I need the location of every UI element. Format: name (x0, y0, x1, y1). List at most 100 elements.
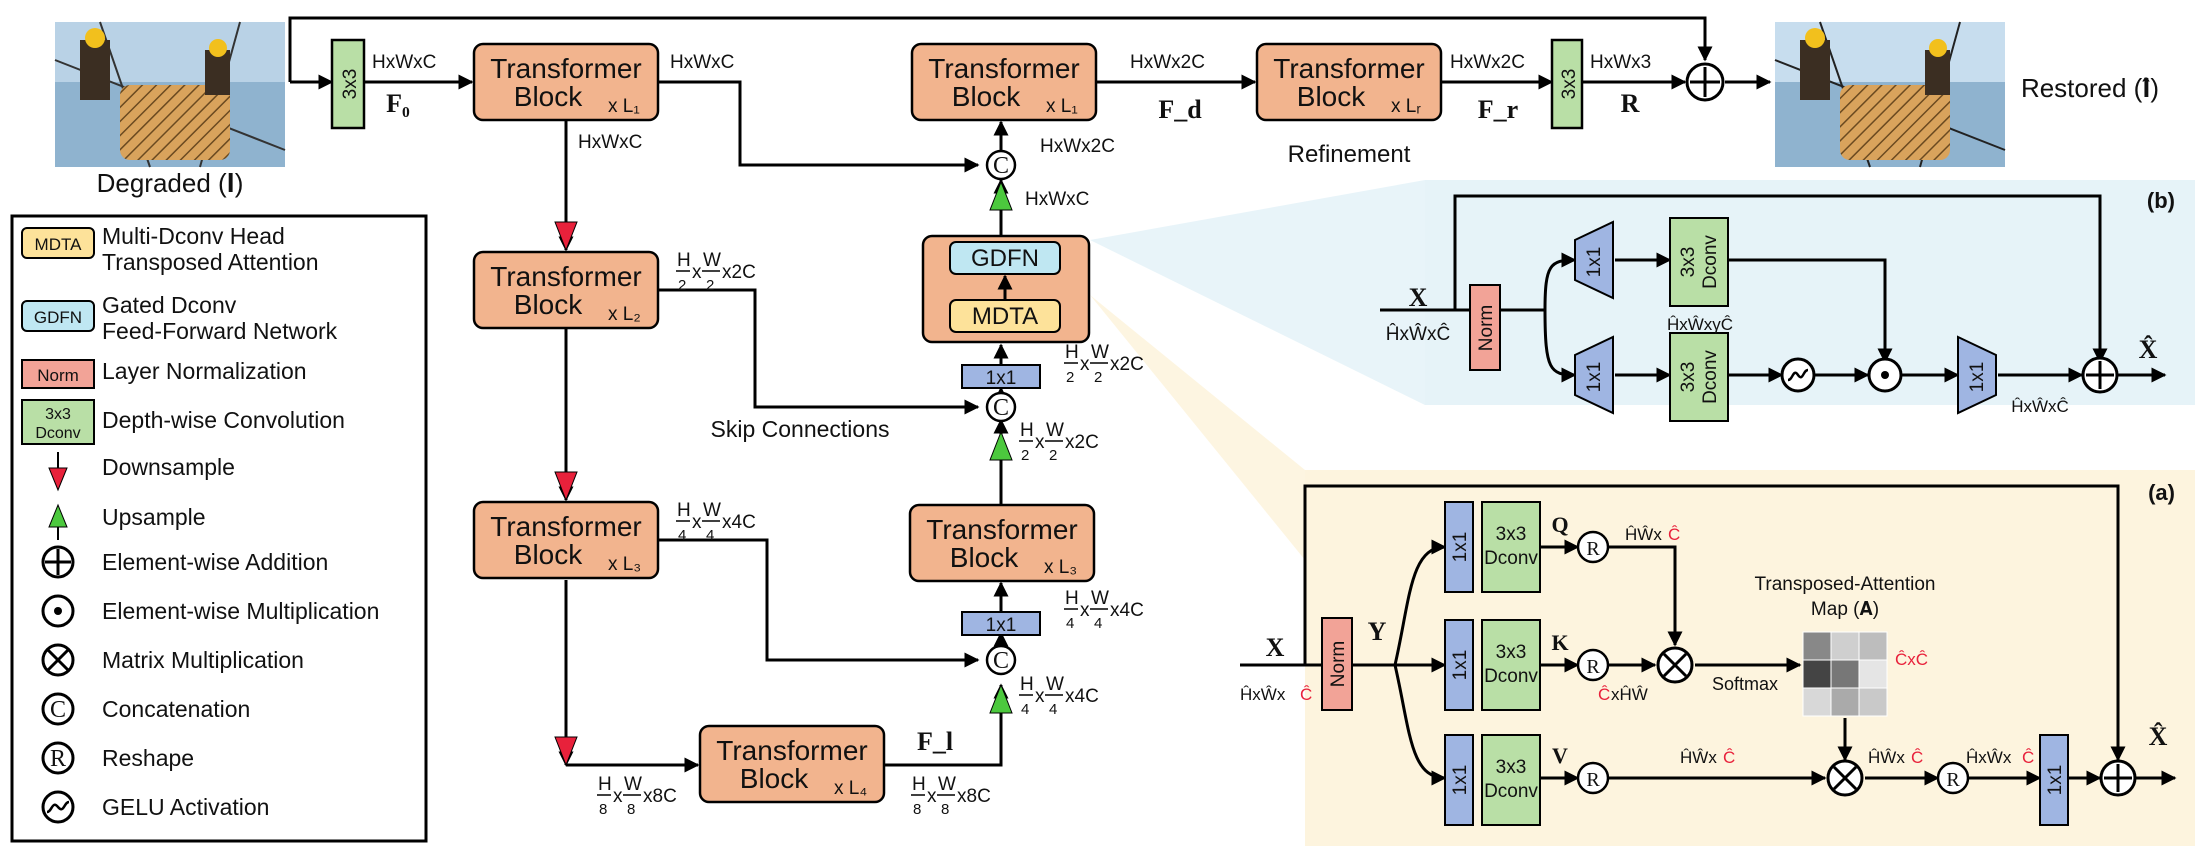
svg-text:Transformer: Transformer (928, 53, 1079, 84)
dim-label: HxWxC (578, 132, 642, 153)
svg-text:3x3: 3x3 (1496, 757, 1527, 778)
svg-text:4: 4 (678, 527, 686, 544)
svg-text:3x3: 3x3 (45, 406, 71, 423)
svg-text:ĤxŴx: ĤxŴx (1966, 748, 2012, 767)
mdta-k-dconv (1481, 619, 1541, 711)
svg-text:Transformer: Transformer (490, 511, 641, 542)
dim-label: HxWx2C (1450, 52, 1525, 73)
svg-text:Ĉ: Ĉ (1598, 685, 1610, 704)
mdta-k-dim: Ĉ xĤŴ (1598, 685, 1648, 704)
transformer-block-refinement: Transformer Block x Lᵣ (1255, 42, 1443, 122)
mdta-q-reshape (1576, 530, 1610, 564)
mdta-output-xhat: X̂ (2149, 722, 2168, 751)
svg-text:W: W (703, 250, 721, 271)
svg-text:x: x (1035, 686, 1045, 707)
svg-text:Block: Block (514, 81, 583, 112)
svg-text:x Lᵣ: x Lᵣ (1391, 96, 1421, 117)
svg-text:3x3: 3x3 (1678, 247, 1699, 278)
transformer-block-latent: Transformer Block x L₄ (698, 724, 886, 804)
svg-text:Norm: Norm (37, 366, 79, 385)
mdta-v-conv1x1 (1444, 734, 1474, 826)
svg-text:H: H (1020, 420, 1034, 441)
svg-text:x: x (613, 786, 623, 807)
mdta-q-dim: ĤŴx Ĉ (1625, 525, 1680, 544)
svg-text:x: x (692, 512, 702, 533)
svg-text:R: R (1586, 656, 1600, 678)
svg-text:x4C: x4C (1065, 686, 1099, 707)
svg-text:Depth-wise Convolution: Depth-wise Convolution (102, 407, 345, 433)
svg-text:R: R (1586, 769, 1600, 791)
gdfn-input-x: X (1409, 283, 1428, 312)
svg-text:H: H (1020, 674, 1034, 695)
svg-text:Layer Normalization: Layer Normalization (102, 358, 307, 384)
feature-R: R (1621, 89, 1640, 118)
svg-text:x4C: x4C (722, 512, 756, 533)
svg-text:4: 4 (1049, 701, 1057, 718)
transformer-block-enc1: Transformer Block x L₁ (472, 42, 660, 122)
svg-text:1x1: 1x1 (2045, 765, 2066, 796)
svg-text:Norm: Norm (1328, 641, 1349, 687)
gdfn-dconv-bottom (1669, 332, 1729, 422)
concat-node-2: C (985, 391, 1017, 423)
svg-text:H: H (677, 500, 691, 521)
refinement-label: Refinement (1288, 141, 1411, 168)
svg-text:x L₃: x L₃ (608, 554, 641, 575)
svg-text:Upsample: Upsample (102, 504, 206, 530)
dim-frac-up3b: H4 x W4 x4C (1064, 588, 1144, 632)
svg-text:Ĉ: Ĉ (1723, 748, 1735, 767)
svg-text:ĤŴx: ĤŴx (1625, 525, 1662, 544)
gdfn-conv1x1-top (1574, 220, 1614, 300)
svg-text:2: 2 (706, 277, 714, 294)
mdta-k-reshape (1576, 648, 1610, 682)
gdfn-conv1x1-bottom (1574, 335, 1614, 415)
concat-node-3: C (985, 644, 1017, 676)
svg-text:2: 2 (1094, 369, 1102, 386)
svg-text:x L₄: x L₄ (834, 778, 867, 799)
svg-text:Transposed-Attention: Transposed-Attention (1755, 574, 1936, 595)
gdfn-label: GDFN (971, 245, 1039, 272)
transformer-block-dec1: Transformer Block x L₁ (910, 42, 1098, 122)
svg-text:Transformer: Transformer (490, 53, 641, 84)
zoom-wedge-a (1090, 295, 1305, 560)
mdta-v-dconv (1481, 734, 1541, 826)
feature-Fr: F_r (1478, 95, 1518, 124)
restored-label: Restored (𝐈̂) (2021, 73, 2159, 103)
svg-text:Dconv: Dconv (1700, 235, 1721, 289)
svg-text:Transformer: Transformer (1273, 53, 1424, 84)
gdfn-norm (1469, 284, 1501, 371)
svg-text:W: W (624, 774, 642, 795)
svg-text:2: 2 (678, 277, 686, 294)
svg-text:ĈxĈ: ĈxĈ (1895, 650, 1928, 669)
svg-text:R: R (1946, 769, 1960, 791)
svg-text:Concatenation: Concatenation (102, 696, 250, 722)
mdta-attn-out-dim: ĤŴx Ĉ (1868, 748, 1923, 767)
svg-text:W: W (1046, 674, 1064, 695)
svg-text:Element-wise Multiplication: Element-wise Multiplication (102, 598, 379, 624)
svg-text:1x1: 1x1 (1584, 247, 1605, 278)
add-node-global (1685, 62, 1725, 102)
dim-frac-latent-right: H8 x W8 x8C (911, 774, 991, 818)
svg-text:x8C: x8C (643, 786, 677, 807)
svg-text:W: W (703, 500, 721, 521)
svg-text:H: H (1065, 588, 1079, 609)
gdfn-output-xhat: X̂ (2139, 335, 2158, 364)
svg-text:1x1: 1x1 (1450, 765, 1471, 796)
mdta-label: MDTA (972, 303, 1038, 330)
conv1x1-dec3 (961, 611, 1041, 636)
svg-text:Matrix Multiplication: Matrix Multiplication (102, 647, 304, 673)
svg-text:C: C (993, 648, 1009, 674)
transposed-attention-map: Transposed-Attention Map (𝐀) ĈxĈ (1755, 574, 1936, 717)
svg-text:Dconv: Dconv (1484, 666, 1538, 687)
svg-text:ĤŴx: ĤŴx (1680, 748, 1717, 767)
svg-text:x: x (1035, 432, 1045, 453)
svg-text:2: 2 (1049, 447, 1057, 464)
transformer-block-enc3: Transformer Block x L₃ (472, 500, 660, 580)
dim-label: HxWx3 (1590, 52, 1651, 73)
svg-text:C: C (50, 697, 66, 723)
svg-text:4: 4 (706, 527, 714, 544)
mdta-q-conv1x1 (1444, 501, 1474, 593)
svg-text:W: W (1046, 420, 1064, 441)
svg-text:W: W (1091, 588, 1109, 609)
svg-text:H: H (912, 774, 926, 795)
